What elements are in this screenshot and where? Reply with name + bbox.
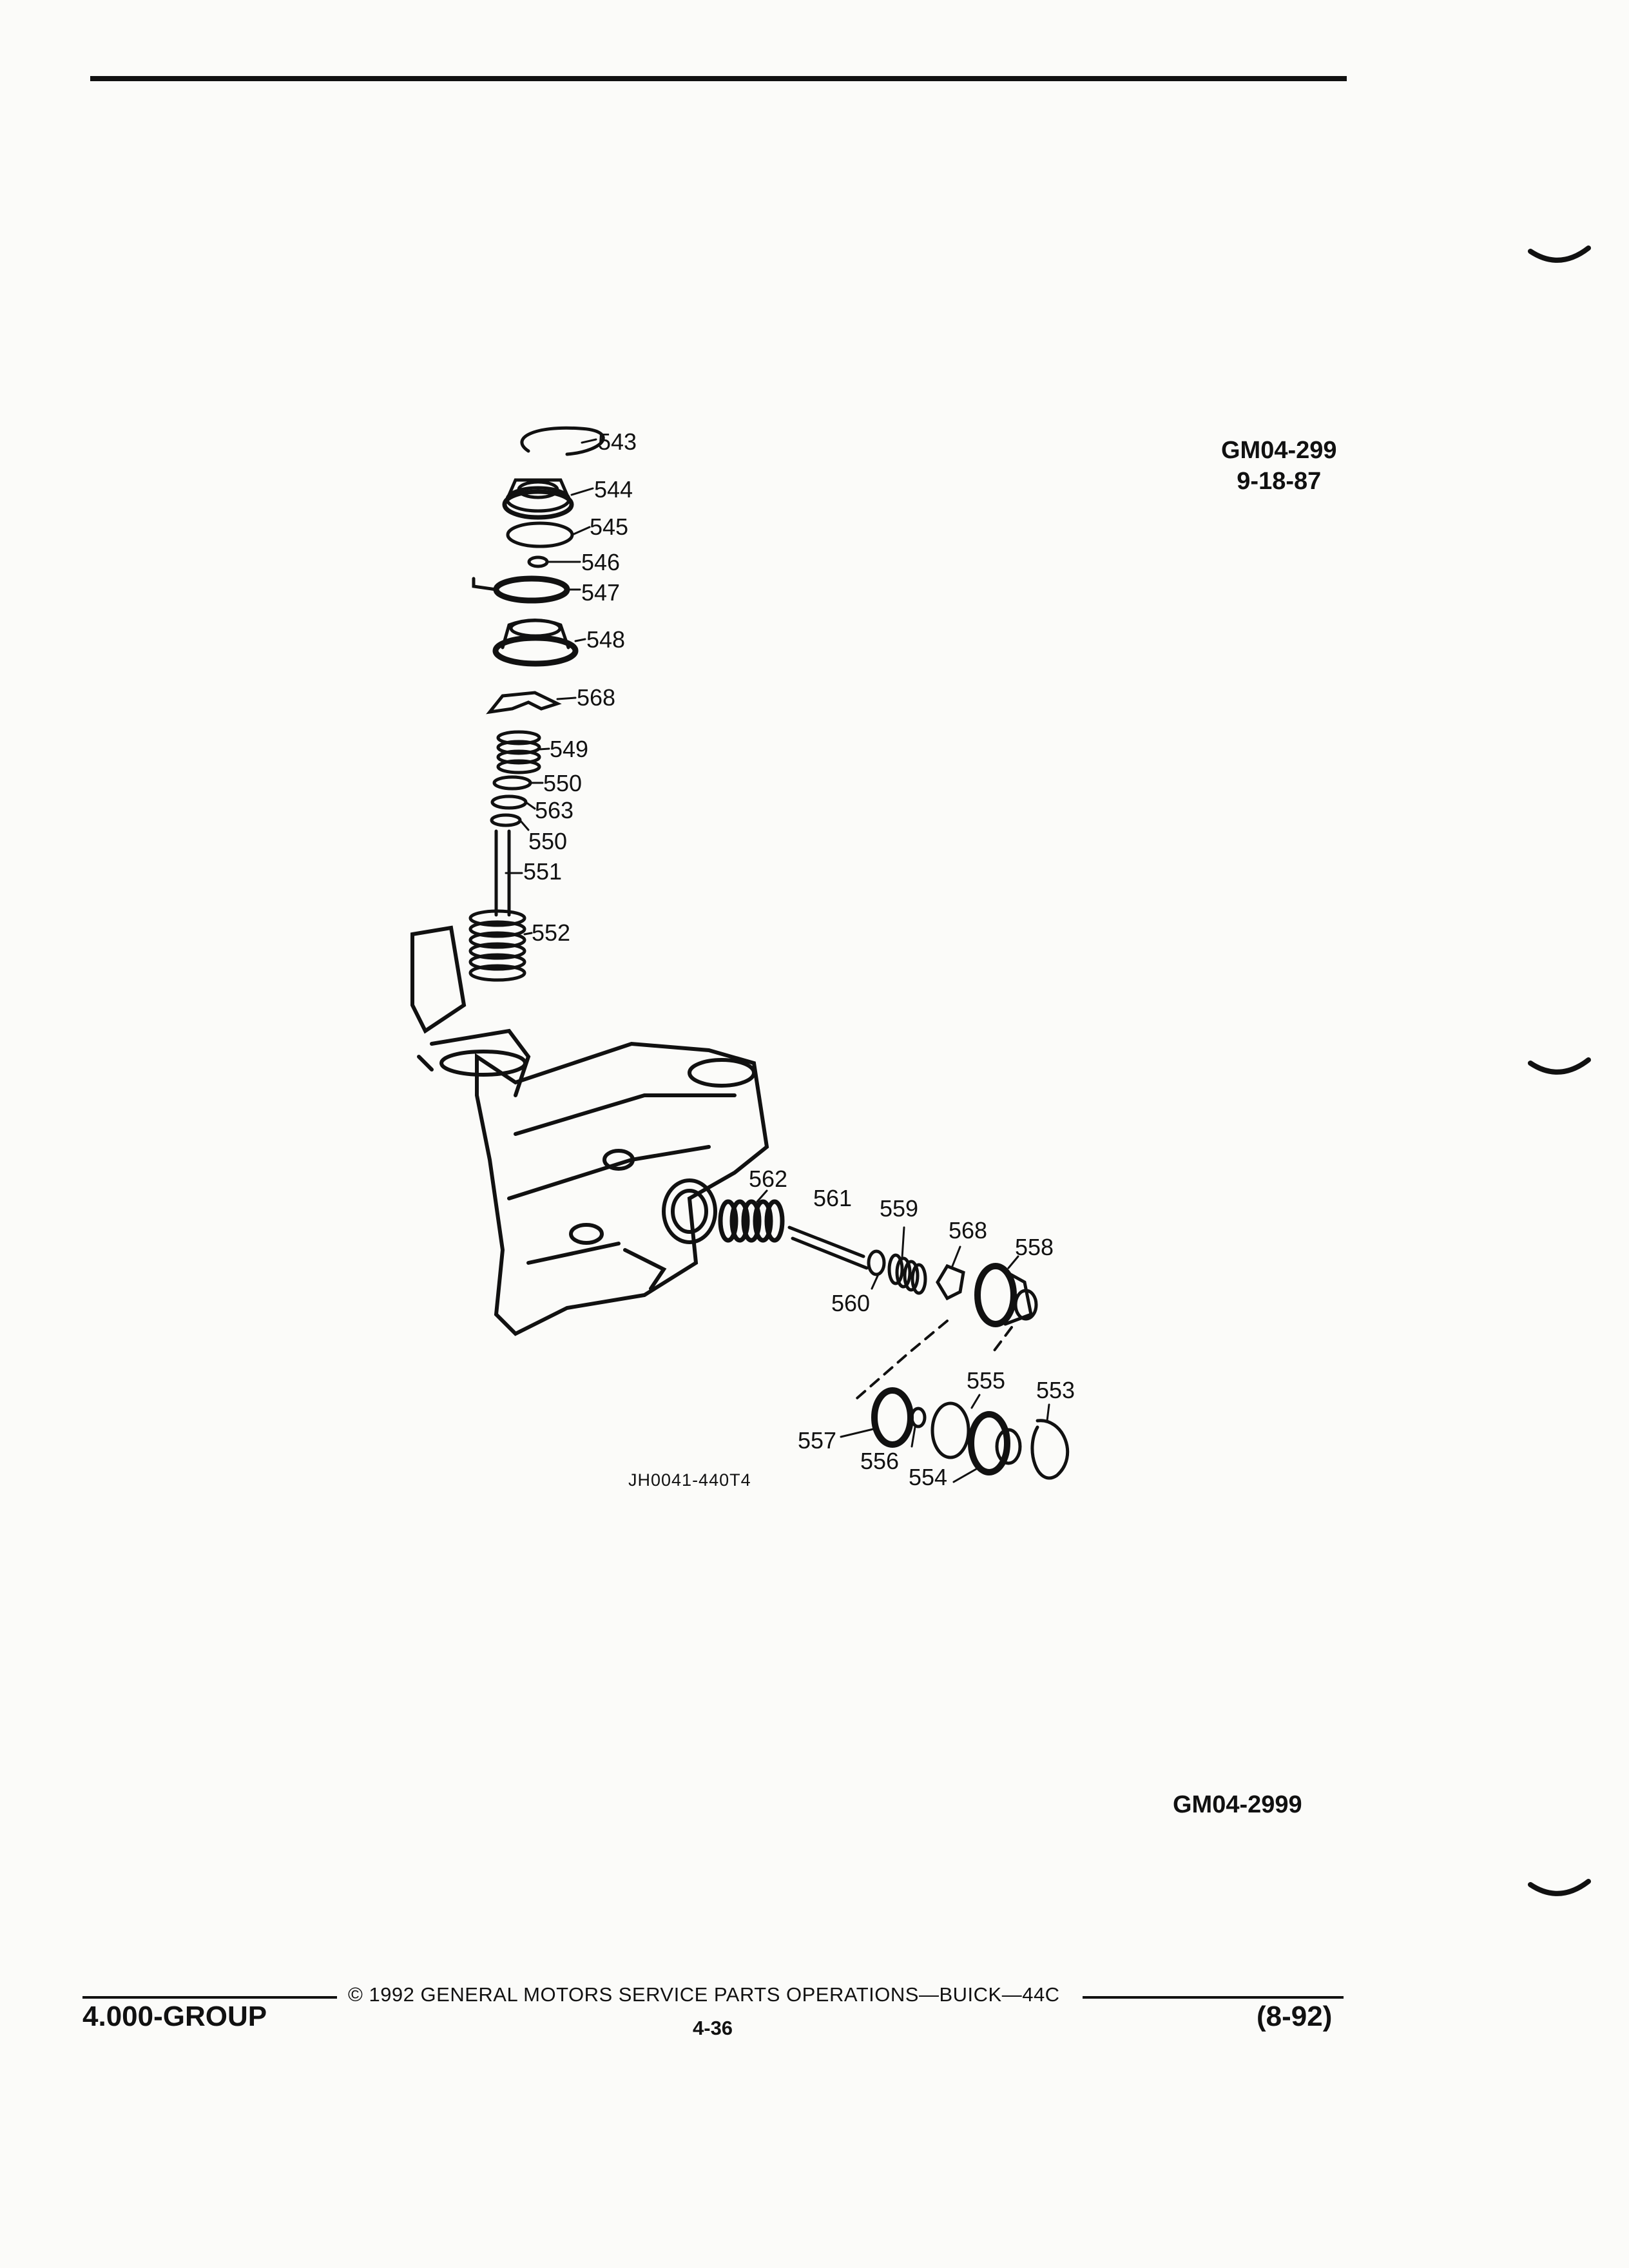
binding-mark-middle bbox=[1528, 1057, 1591, 1075]
part-543-snap-ring bbox=[520, 426, 605, 456]
drawing-date: 9-18-87 bbox=[1237, 468, 1322, 495]
callout-558: 558 bbox=[1015, 1234, 1054, 1260]
binding-mark-bottom bbox=[1528, 1879, 1591, 1896]
callout-546: 546 bbox=[581, 549, 620, 575]
header-rule bbox=[90, 76, 1347, 81]
part-559-spring bbox=[887, 1253, 927, 1295]
footer-page-number: 4-36 bbox=[693, 2017, 733, 2039]
part-557-seal bbox=[871, 1387, 914, 1448]
part-556-ring bbox=[910, 1407, 927, 1428]
footer-date-code: (8-92) bbox=[1257, 2001, 1333, 2032]
part-563-washer bbox=[490, 794, 528, 810]
callout-labels: 543 544 545 546 547 548 568 549 550 563 … bbox=[523, 428, 1075, 1490]
part-561-pin bbox=[787, 1225, 869, 1270]
part-549-spring bbox=[496, 730, 541, 774]
callout-545: 545 bbox=[590, 514, 628, 540]
callout-553: 553 bbox=[1036, 1377, 1075, 1403]
callout-562: 562 bbox=[749, 1166, 787, 1192]
part-568-retainer-right bbox=[936, 1264, 965, 1301]
transmission-case bbox=[410, 925, 769, 1336]
callout-548: 548 bbox=[586, 626, 625, 653]
callout-559: 559 bbox=[880, 1195, 918, 1222]
part-550-washer bbox=[492, 775, 532, 791]
callout-544: 544 bbox=[594, 476, 633, 503]
callout-563: 563 bbox=[535, 797, 574, 823]
part-550-washer-lower bbox=[490, 813, 522, 827]
footer-copyright: © 1992 GENERAL MOTORS SERVICE PARTS OPER… bbox=[348, 1983, 1060, 2006]
drawing-code: GM04-299 bbox=[1221, 437, 1337, 464]
callout-550: 550 bbox=[543, 770, 582, 796]
drawing-code-block: GM04-299 9-18-87 bbox=[1221, 435, 1337, 497]
figure-id: JH0041-440T4 bbox=[628, 1470, 751, 1490]
callout-561: 561 bbox=[813, 1185, 852, 1211]
callout-547: 547 bbox=[581, 579, 620, 606]
part-555-o-ring bbox=[930, 1401, 970, 1459]
binding-mark-top bbox=[1528, 245, 1591, 263]
callout-560: 560 bbox=[831, 1290, 870, 1316]
footer-rule-left bbox=[82, 1996, 337, 1999]
callout-552: 552 bbox=[532, 919, 570, 946]
callout-556: 556 bbox=[860, 1448, 899, 1474]
part-568-retainer bbox=[486, 691, 562, 715]
callout-568-right: 568 bbox=[949, 1217, 987, 1244]
part-558-piston bbox=[974, 1263, 1038, 1327]
bottom-drawing-code: GM04-2999 bbox=[1173, 1791, 1302, 1818]
callout-549: 549 bbox=[550, 736, 588, 762]
part-547-seal bbox=[493, 575, 570, 604]
callout-568: 568 bbox=[577, 684, 615, 711]
part-553-snap-ring bbox=[1030, 1419, 1070, 1480]
part-554-piston bbox=[968, 1411, 1022, 1475]
footer-rule-right bbox=[1083, 1996, 1344, 1999]
callout-543: 543 bbox=[598, 428, 637, 455]
callout-551: 551 bbox=[523, 858, 562, 885]
callout-555: 555 bbox=[967, 1367, 1005, 1394]
part-562-spring bbox=[718, 1199, 785, 1243]
part-552-spring bbox=[468, 909, 526, 982]
part-545-o-ring bbox=[506, 521, 574, 548]
part-560-washer bbox=[867, 1249, 886, 1276]
footer-group: 4.000-GROUP bbox=[82, 2001, 267, 2032]
callout-554: 554 bbox=[909, 1464, 947, 1490]
callout-557: 557 bbox=[798, 1427, 836, 1454]
part-546-ring bbox=[527, 555, 549, 568]
callout-550-lower: 550 bbox=[528, 828, 567, 854]
